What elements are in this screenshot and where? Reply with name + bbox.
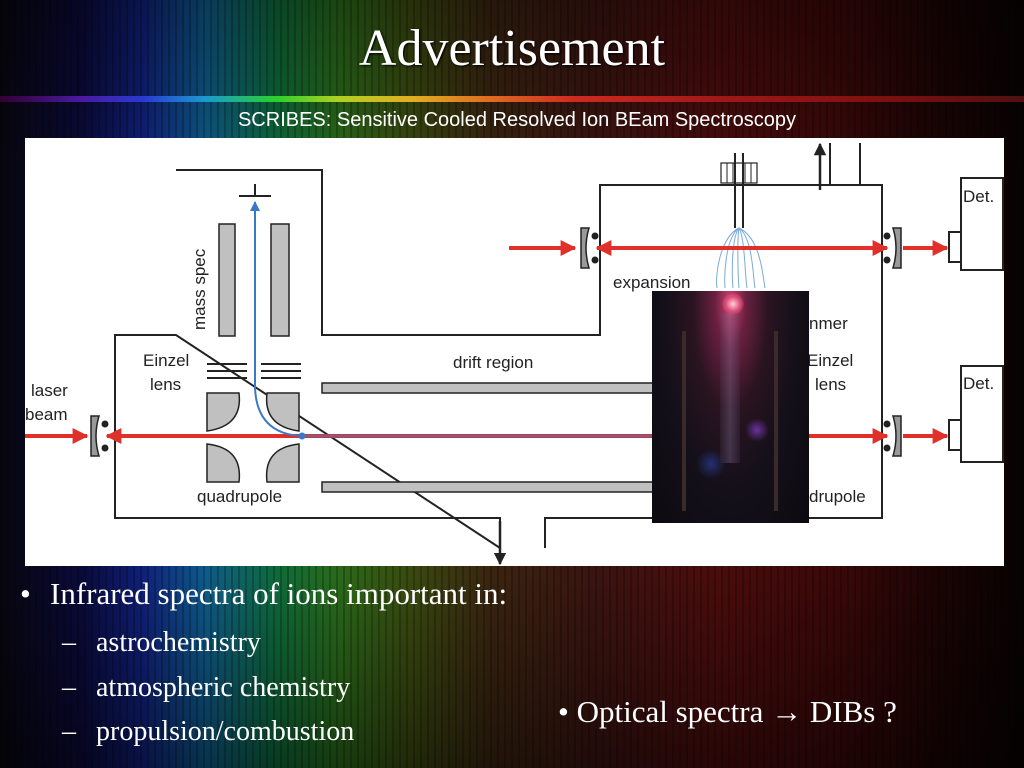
bullet-main-item: • Infrared spectra of ions important in: — [20, 574, 507, 614]
mirror-mount-dot — [883, 256, 891, 264]
einzel-left-label-1: Einzel — [143, 351, 189, 370]
sub-item-text: atmospheric chemistry — [96, 672, 351, 703]
mass-spec-electrode-left — [218, 223, 236, 337]
quadrupole-left-tl — [206, 392, 241, 432]
mirror-mount-dot — [883, 420, 891, 428]
mirror-mount-dot — [883, 232, 891, 240]
mirror-mount-dot — [101, 444, 109, 452]
sub-item-astrochemistry: –astrochemistry — [62, 626, 261, 660]
spectrum-divider — [0, 96, 1024, 102]
slide-title: Advertisement — [358, 20, 666, 77]
mirror-mount-dot — [883, 444, 891, 452]
sub-item-text: propulsion/combustion — [96, 716, 355, 747]
nozzle-fitting — [720, 162, 758, 184]
detector-bottom-label: Det. — [963, 374, 994, 393]
ion-beam-crossing — [298, 432, 306, 440]
quadrupole-right-label: drupole — [809, 487, 866, 506]
sub-item-text: astrochemistry — [96, 627, 261, 658]
expansion-label: expansion — [613, 273, 691, 292]
quadrupole-left-br — [265, 443, 300, 483]
detector-bottom-body — [960, 365, 1004, 463]
dash-glyph: – — [62, 672, 76, 703]
mirror-lower-left — [90, 415, 101, 457]
photo-blue-glow — [696, 449, 726, 479]
quadrupole-left-bl — [206, 443, 241, 483]
slide-subtitle: SCRIBES: Sensitive Cooled Resolved Ion B… — [237, 109, 797, 131]
bullet-glyph: • — [20, 576, 31, 611]
expansion-plume — [716, 227, 766, 289]
laser-label-1: laser — [31, 381, 68, 400]
photo-violet-glow — [744, 419, 770, 441]
detector-bottom-window — [948, 419, 962, 451]
detector-top-label: Det. — [963, 187, 994, 206]
mirror-mount-dot — [591, 256, 599, 264]
drift-electrode-bottom — [321, 481, 683, 493]
photo-tube — [720, 313, 740, 463]
optical-spectra-note: • Optical spectra → DIBs ? — [558, 694, 897, 729]
sub-item-propulsion: –propulsion/combustion — [62, 715, 354, 749]
apparatus-svg: mass spec Einzel lens quadrupole drift r… — [25, 142, 1004, 566]
apparatus-photo — [652, 291, 809, 523]
einzel-right-label-2: lens — [815, 375, 846, 394]
laser-label-2: beam — [25, 405, 68, 424]
dash-glyph: – — [62, 716, 76, 747]
skimmer-label: nmer — [809, 314, 848, 333]
quadrupole-left-label: quadrupole — [197, 487, 282, 506]
photo-frame-right — [774, 331, 778, 511]
mirror-mount-dot — [101, 420, 109, 428]
bullet-main-text: Infrared spectra of ions important in: — [50, 576, 508, 611]
apparatus-diagram: mass spec Einzel lens quadrupole drift r… — [25, 138, 1004, 566]
einzel-right-label-1: Einzel — [807, 351, 853, 370]
drift-electrode-top — [321, 382, 683, 394]
einzel-left-label-2: lens — [150, 375, 181, 394]
plasma-glow — [722, 293, 744, 315]
mass-spec-label: mass spec — [190, 248, 209, 330]
mirror-upper-left — [580, 227, 591, 269]
dash-glyph: – — [62, 627, 76, 658]
drift-region-label: drift region — [453, 353, 533, 372]
sub-item-atmospheric: –atmospheric chemistry — [62, 671, 350, 705]
mass-spec-electrode-right — [270, 223, 290, 337]
mirror-mount-dot — [591, 232, 599, 240]
detector-top-body — [960, 177, 1004, 271]
mirror-upper-right — [891, 227, 902, 269]
photo-frame-left — [682, 331, 686, 511]
mirror-lower-right — [891, 415, 902, 457]
ion-trajectory — [250, 201, 303, 437]
detector-top-window — [948, 231, 962, 263]
